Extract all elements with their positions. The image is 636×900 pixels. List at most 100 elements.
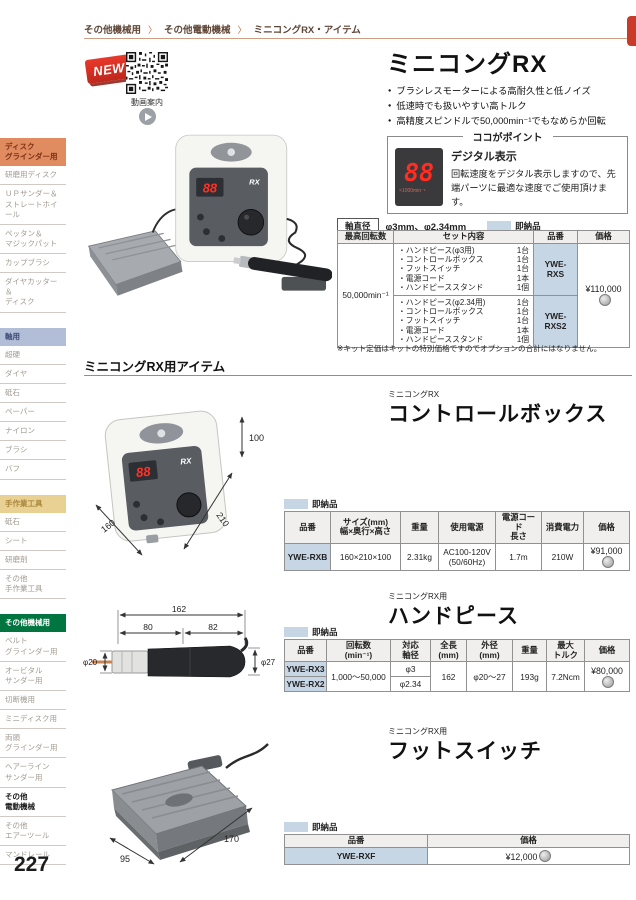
sidebar-item[interactable]: 砥石 [0,384,66,403]
sidebar-item[interactable]: その他 エアーツール [0,817,66,847]
column-header: セット内容 [393,230,534,244]
product-brand-label: ミニコングRX [388,390,440,399]
feature-bullet: ブラシレスモーターによる高耐久性と低ノイズ [388,84,606,99]
table-row: YWE-RXB 160×210×100 2.31kg AC100-120V (5… [284,542,630,571]
sidebar-group-disc-grinder[interactable]: ディスク グラインダー用 [0,138,66,167]
part-number-cell: YWE-RXB [284,542,331,571]
dim-depth: 170 [224,834,239,844]
column-header: 価格 [577,230,630,244]
feature-bullet: 高精度スピンドルで50,000min⁻¹でもなめらか回転 [388,114,605,129]
stock-swatch-icon [284,822,308,832]
sidebar-item[interactable]: 研磨剤 [0,551,66,570]
breadcrumb: その他機械用 〉 その他電動機械 〉 ミニコングRX・アイテム [84,22,361,37]
sidebar-item[interactable]: ヘアーライン サンダー用 [0,758,66,788]
sidebar-item[interactable]: その他 手作業工具 [0,570,66,600]
breadcrumb-separator: 〉 [237,24,247,35]
sidebar-group-shaft[interactable]: 軸用 [0,327,66,346]
sidebar-group-hand-tools[interactable]: 手作業工具 [0,494,66,513]
sidebar-item[interactable]: ダイヤカッター＆ ディスク [0,273,66,313]
qr-code [126,52,168,94]
product-title: ハンドピース [388,605,519,628]
column-header: 消費電力 [541,511,584,544]
video-guide-label: 動画案内 [131,98,163,107]
sidebar-item[interactable]: シート [0,532,66,551]
feature-bullet: 低速時でも扱いやすい高トルク [388,99,606,114]
price-mark-icon [601,555,614,568]
sidebar-item[interactable]: ペーパー [0,403,66,423]
sidebar-item[interactable]: オービタル サンダー用 [0,662,66,691]
sidebar-item[interactable]: ブラシ [0,441,66,461]
column-header: 最高回転数 [337,230,394,244]
column-header: 品番 [284,638,327,663]
stock-legend: 即納品 [284,498,338,510]
breadcrumb-item[interactable]: その他電動機械 [164,25,231,36]
shaft-diameter-value: φ3mm、φ2.34mm [385,222,467,233]
svg-text:RX: RX [180,456,193,466]
hero-product-photo: 88 RX [87,134,332,296]
display-unit: ×1000min⁻¹ [399,188,426,194]
price-mark-icon [598,294,611,307]
product-title: ミニコングRX [387,51,548,78]
panel-logo: RX [249,178,261,187]
column-header: 全長 (mm) [430,638,467,663]
footswitch-image: 170 95 [109,743,269,865]
column-header: 価格 [427,834,630,848]
column-header: 価格 [583,511,630,544]
handpiece-spec-table: 品番 回転数 (min⁻¹) 対応 軸径 全長 (mm) 外径 (mm) 重量 … [284,638,630,693]
sidebar-item[interactable]: 砥石 [0,513,66,532]
panel-display: 88 [203,180,218,195]
play-button[interactable] [139,108,156,125]
sidebar-item[interactable]: マンドレール [0,846,66,866]
table-row: YWE-RX2 φ2.34 [284,676,630,693]
sidebar-item[interactable]: ダイヤ [0,365,66,384]
max-speed-cell: 50,000min⁻¹ [337,242,394,348]
sidebar-item[interactable]: 研磨用ディスク [0,166,66,186]
product-title: コントロールボックス [388,403,608,426]
column-header: 使用電源 [438,511,496,544]
column-header: 品番 [284,834,428,848]
price-cell: ¥12,000 [427,846,630,865]
dim-front: 80 [143,622,153,632]
column-header: 最大 トルク [546,638,585,663]
column-header: 価格 [584,638,630,663]
display-digits: 88 [403,158,435,187]
page-number: 227 [14,853,50,876]
dim-height: 100 [249,433,264,443]
sidebar-item[interactable]: バフ [0,460,66,480]
control-box-image: 88 RX 100 210 160 [95,410,264,556]
kit-price-note: ※キット定価はキットの特別価格ですのでオプションの合計にはなりません。 [337,344,602,353]
product-brand-label: ミニコングRX用 [388,727,448,736]
sidebar-item[interactable]: 両頭 グラインダー用 [0,729,66,759]
sidebar-item[interactable]: カップブラシ [0,254,66,274]
sidebar-group-other-machines[interactable]: その他機械用 [0,614,66,633]
control-box-spec-table: 品番 サイズ(mm) 幅×奥行×高さ 重量 使用電源 電源コード 長さ 消費電力… [284,511,630,571]
svg-text:88: 88 [135,464,152,481]
sidebar-item[interactable]: ＵＰサンダー＆ ストレートホイール [0,185,66,225]
part-number-cell: YWE-RXF [284,846,428,865]
sidebar-item[interactable]: ミニディスク用 [0,710,66,730]
breadcrumb-item[interactable]: その他機械用 [84,25,142,36]
table-row: YWE-RXF ¥12,000 [284,846,630,865]
sidebar-item-current[interactable]: その他 電動機械 [0,788,66,817]
category-sidebar: ディスク グラインダー用 研磨用ディスク ＵＰサンダー＆ ストレートホイール ペ… [0,138,66,880]
dim-rear: 82 [208,622,218,632]
sidebar-item[interactable]: ナイロン [0,422,66,442]
breadcrumb-item[interactable]: ミニコングRX・アイテム [253,25,361,36]
column-header: 品番 [533,230,578,244]
product-brand-label: ミニコングRX用 [388,592,448,601]
sidebar-item[interactable]: ベルト グラインダー用 [0,632,66,662]
price-cell: ¥110,000 [577,242,630,348]
handpiece-diagram: 162 80 82 φ20 φ27 [83,604,276,678]
kit-spec-table: 最高回転数 セット内容 品番 価格 50,000min⁻¹ ・ハンドピース(φ3… [337,230,630,348]
stock-swatch-icon [284,627,308,637]
sidebar-item[interactable]: ペッタン＆ マジックパット [0,225,66,254]
price-cell: ¥80,000 [584,661,630,693]
part-number-cell: YWE-RXS2 [533,294,578,348]
digital-display-image: 88 ×1000min⁻¹ [395,148,443,206]
sidebar-item[interactable]: 超硬 [0,346,66,365]
sidebar-item[interactable]: 切断機用 [0,691,66,710]
